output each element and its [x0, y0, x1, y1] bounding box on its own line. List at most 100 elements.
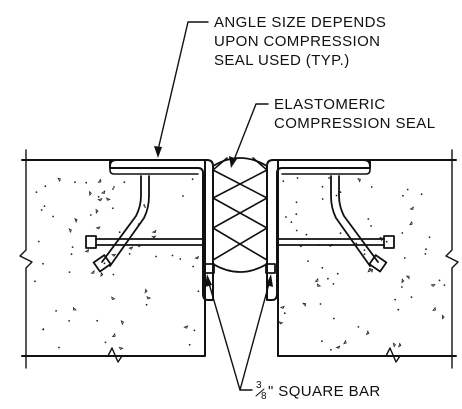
stipple-aggregate: [335, 345, 341, 349]
stipple-aggregate: [194, 255, 200, 260]
stipple-aggregate: [369, 268, 374, 273]
stipple-dot: [43, 205, 46, 208]
stipple-aggregate: [302, 302, 306, 307]
stipple-dot: [420, 193, 423, 196]
stipple-dot: [402, 194, 404, 197]
stipple-dot: [42, 328, 44, 331]
stipple-aggregate: [405, 275, 410, 280]
stipple-dot: [118, 231, 121, 234]
stipple-aggregate: [68, 228, 72, 234]
stipple-dot: [385, 240, 388, 243]
stipple-dot: [424, 253, 427, 255]
stipple-dot: [401, 232, 404, 234]
stipple-dot: [339, 191, 342, 194]
stipple-dot: [85, 181, 88, 184]
stipple-dot: [282, 180, 285, 183]
stipple-aggregate: [441, 314, 445, 320]
stipple-dot: [339, 232, 342, 235]
stipple-dot: [58, 346, 60, 349]
stipple-dot: [197, 290, 200, 293]
stipple-aggregate: [95, 226, 101, 230]
stipple-aggregate: [90, 269, 95, 274]
stipple-dot: [363, 249, 366, 252]
stipple-dot: [128, 253, 131, 255]
stipple-aggregate: [278, 321, 284, 325]
stipple-aggregate: [343, 339, 347, 345]
stipple-dot: [112, 188, 114, 190]
stipple-dot: [332, 283, 335, 285]
stipple-aggregate: [105, 197, 111, 201]
square-bar-label: " SQUARE BAR: [268, 383, 381, 400]
stipple-aggregate: [100, 190, 106, 194]
right-anchor-bar: [276, 235, 395, 249]
stipple-dot: [370, 225, 372, 227]
stipple-dot: [321, 198, 324, 200]
angle-label-line1: ANGLE SIZE DEPENDS: [214, 14, 386, 31]
stipple-aggregate: [84, 248, 90, 253]
stipple-aggregate: [365, 330, 370, 336]
stipple-aggregate: [146, 296, 152, 300]
stipple-dot: [283, 312, 286, 315]
stipple-dot: [443, 284, 446, 286]
stipple-dot: [42, 262, 44, 265]
stipple-dot: [193, 329, 196, 332]
stipple-aggregate: [357, 177, 361, 183]
stipple-aggregate: [316, 283, 322, 287]
square-bars: [204, 263, 276, 274]
stipple-dot: [188, 343, 191, 346]
left-anchor-bar: [85, 235, 204, 249]
stipple-dot: [111, 207, 114, 210]
stipple-dot: [296, 177, 299, 179]
stipple-dot: [401, 286, 403, 288]
stipple-aggregate: [144, 288, 148, 294]
stipple-aggregate: [120, 320, 125, 326]
stipple-dot: [192, 265, 195, 268]
stipple-dot: [319, 303, 322, 305]
stipple-dot: [70, 253, 73, 256]
stipple-dot: [103, 262, 106, 265]
stipple-aggregate: [430, 283, 436, 287]
stipple-aggregate: [74, 217, 78, 223]
stipple-dot: [37, 240, 40, 243]
bar-fraction-slash: [255, 388, 265, 397]
stipple-dot: [394, 298, 396, 301]
stipple-dot: [335, 194, 338, 197]
stipple-aggregate: [432, 306, 436, 312]
compression-seal: [212, 157, 268, 273]
stipple-aggregate: [97, 198, 103, 202]
stipple-aggregate: [89, 190, 92, 197]
stipple-aggregate: [118, 346, 124, 351]
stipple-aggregate: [279, 305, 285, 310]
stipple-dot: [104, 341, 107, 344]
stipple-dot: [123, 181, 126, 184]
stipple-dot: [307, 260, 309, 262]
stipple-dot: [367, 218, 370, 220]
stipple-dot: [89, 214, 92, 216]
stipple-dot: [330, 348, 332, 351]
stipple-dot: [295, 213, 298, 216]
stipple-dot: [336, 272, 339, 275]
left-concrete-slab: [19, 149, 206, 369]
stipple-aggregate: [409, 220, 413, 226]
stipple-dot: [363, 253, 366, 256]
stipple-dot: [44, 185, 47, 188]
right-concrete-slab: [277, 149, 459, 369]
stipple-dot: [295, 201, 298, 204]
stipple-dot: [155, 255, 158, 258]
stipple-dot: [321, 185, 324, 188]
stipple-aggregate: [97, 178, 102, 183]
stipple-dot: [321, 340, 323, 343]
stipple-dot: [143, 204, 146, 207]
stipple-dot: [355, 242, 358, 245]
stipple-dot: [403, 257, 406, 259]
stipple-dot: [179, 258, 182, 260]
stipple-dot: [410, 296, 413, 299]
stipple-dot: [171, 254, 174, 257]
stipple-dot: [52, 215, 54, 218]
stipple-dot: [327, 277, 329, 280]
stipple-aggregate: [111, 332, 116, 338]
left-steel-angle: [109, 159, 214, 301]
stipple-dot: [74, 181, 76, 184]
bar-fraction-numerator: 3: [256, 380, 262, 391]
stipple-dot: [290, 221, 293, 224]
